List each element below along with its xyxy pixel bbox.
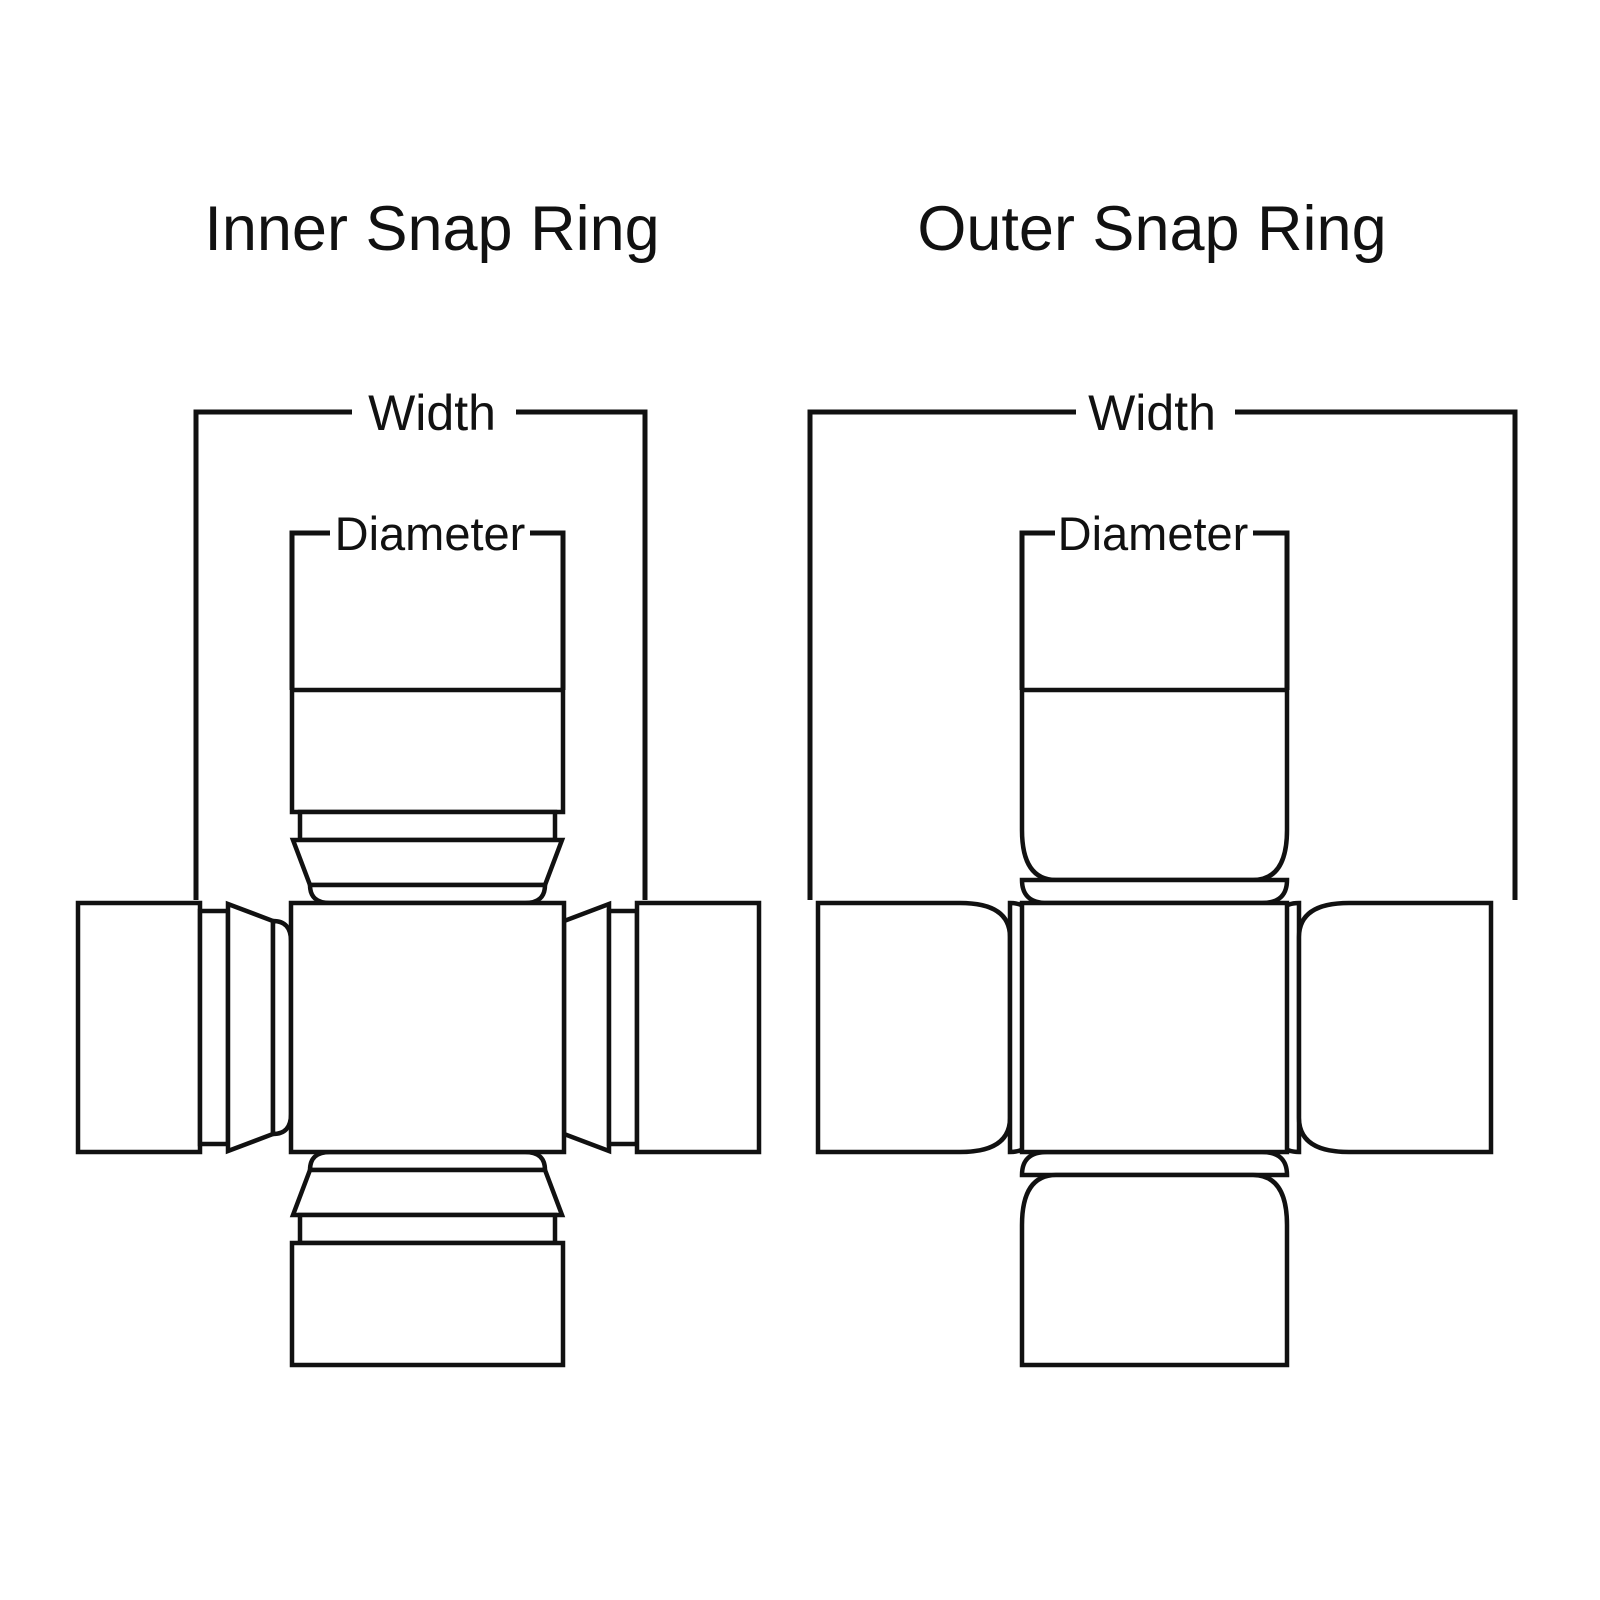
width-bracket-right-inner xyxy=(516,409,648,900)
panel-title-outer: Outer Snap Ring xyxy=(917,194,1386,264)
cap-body-right-inner xyxy=(634,900,762,1155)
panel-inner-snap-ring: Inner Snap Ring Width Diameter xyxy=(75,194,762,1368)
width-bracket-right-outer xyxy=(1235,409,1518,900)
cap-seat-top-outer xyxy=(1019,877,1290,906)
width-bracket-left-inner xyxy=(193,409,352,900)
width-bracket-left-outer xyxy=(807,409,1076,900)
cap-body-top-outer xyxy=(1019,687,1290,883)
bearing-cap-top-outer xyxy=(1019,687,1290,906)
cap-body-right-outer xyxy=(1296,900,1494,1155)
snap-ring-groove-bottom-inner xyxy=(297,1212,558,1246)
width-dimension-inner: Width xyxy=(193,385,648,900)
bearing-cap-top-inner xyxy=(289,687,566,906)
center-hub-outer xyxy=(1019,900,1290,1155)
cap-seat-bottom-inner xyxy=(307,1149,548,1173)
width-label-outer: Width xyxy=(1088,385,1216,441)
bearing-cap-bottom-outer xyxy=(1019,1149,1290,1368)
bearing-cap-bottom-inner xyxy=(289,1149,566,1368)
cap-body-left-inner xyxy=(75,900,203,1155)
diameter-dimension-inner: Diameter xyxy=(289,507,566,690)
cap-body-left-outer xyxy=(815,900,1013,1155)
diameter-label-outer: Diameter xyxy=(1058,507,1249,560)
cap-shoulder-right-inner xyxy=(561,900,612,1155)
cap-shoulder-left-inner xyxy=(225,900,276,1155)
cap-body-top-inner xyxy=(289,687,566,815)
diameter-bracket-left-inner xyxy=(289,530,330,690)
center-hub-inner xyxy=(288,900,567,1155)
cap-shoulder-bottom-inner xyxy=(289,1167,566,1218)
cap-shoulder-top-inner xyxy=(289,837,566,888)
cap-seat-top-inner xyxy=(307,882,548,906)
cap-seat-left-inner xyxy=(270,918,294,1137)
diameter-bracket-right-inner xyxy=(530,530,566,690)
panel-title-inner: Inner Snap Ring xyxy=(204,194,659,264)
diameter-bracket-left-outer xyxy=(1019,530,1055,690)
snap-ring-groove-left-inner xyxy=(197,908,231,1147)
snap-ring-groove-top-inner xyxy=(297,809,558,843)
cap-seat-bottom-outer xyxy=(1019,1149,1290,1178)
bearing-cap-right-outer xyxy=(1273,900,1494,1155)
cap-body-bottom-outer xyxy=(1019,1172,1290,1368)
diameter-label-inner: Diameter xyxy=(335,507,526,560)
width-dimension-outer: Width xyxy=(807,385,1518,900)
diameter-bracket-right-outer xyxy=(1253,530,1290,690)
snap-ring-groove-right-inner xyxy=(606,908,640,1147)
diameter-dimension-outer: Diameter xyxy=(1019,507,1290,690)
width-label-inner: Width xyxy=(368,385,496,441)
bearing-cap-left-outer xyxy=(815,900,1036,1155)
panel-outer-snap-ring: Outer Snap Ring Width Diameter xyxy=(807,194,1518,1368)
cap-body-bottom-inner xyxy=(289,1240,566,1368)
bearing-cap-left-inner xyxy=(75,900,294,1155)
bearing-cap-right-inner xyxy=(543,900,762,1155)
